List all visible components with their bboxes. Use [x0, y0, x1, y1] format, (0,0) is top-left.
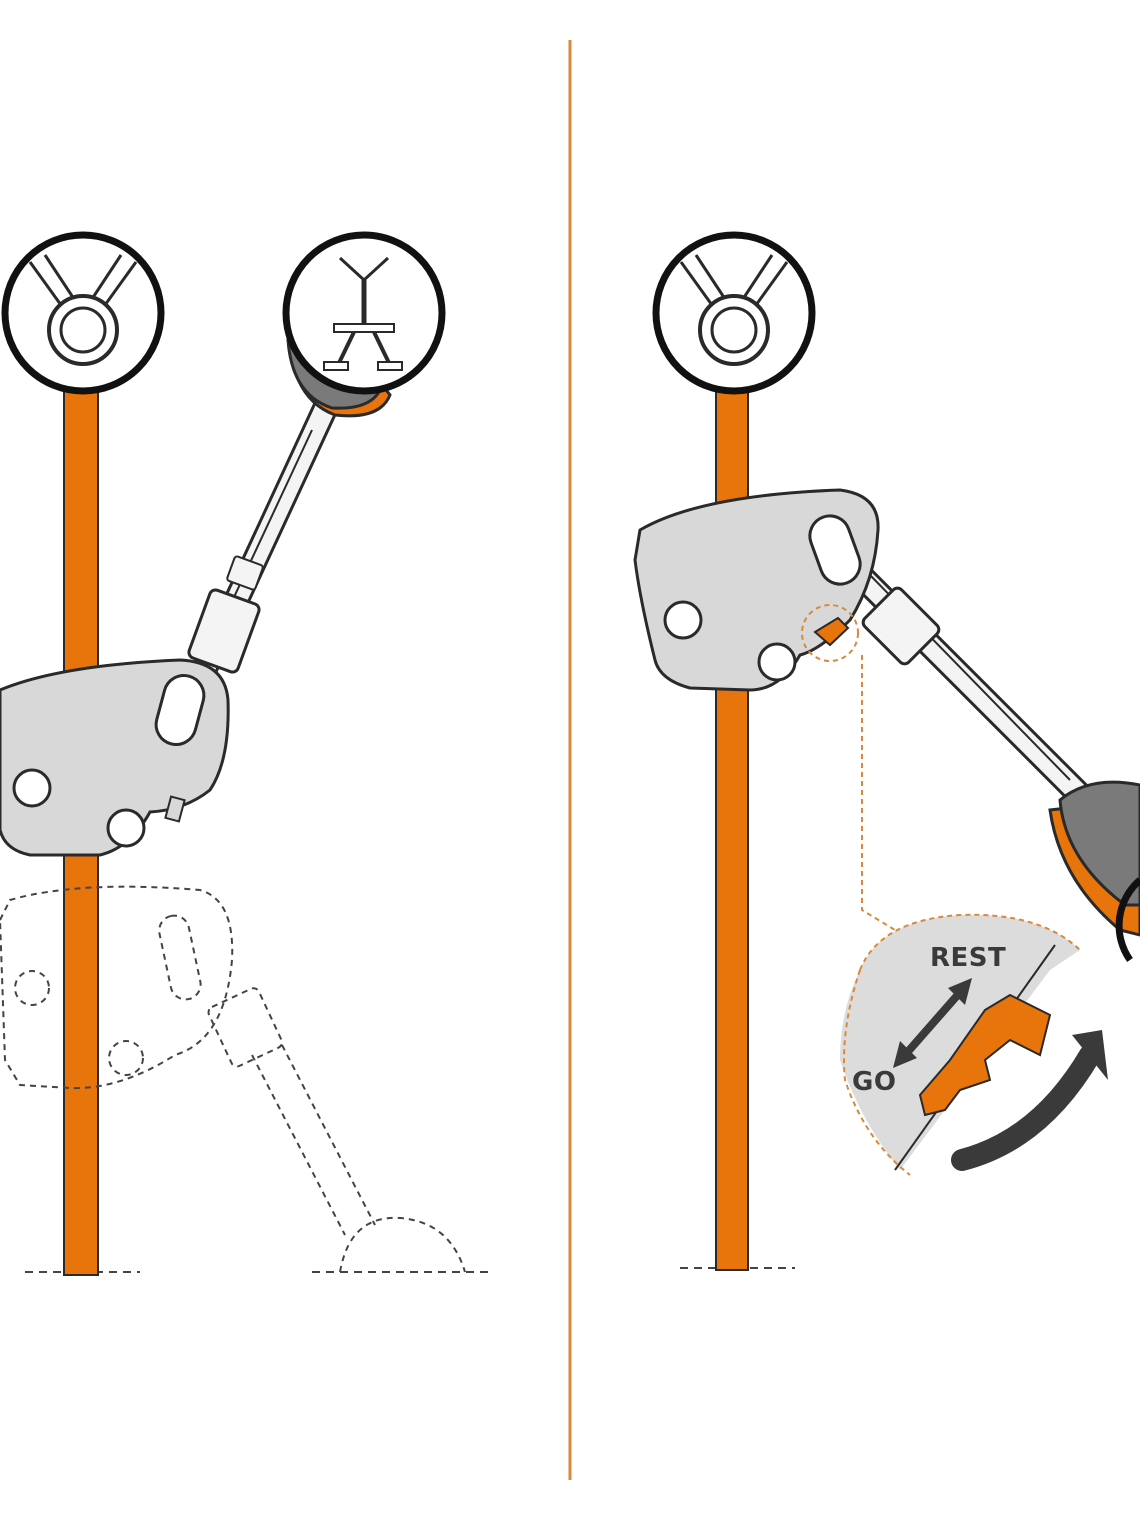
- left-panel: [0, 231, 488, 1276]
- detail-indicator: [801, 604, 859, 662]
- lanyard-sleeve: [861, 586, 941, 666]
- go-label: GO: [852, 1067, 896, 1097]
- lanyard-left: [175, 385, 343, 718]
- carabiner-slot: [808, 514, 862, 586]
- lanyard-sleeve: [187, 588, 261, 674]
- device-rivet: [663, 600, 703, 640]
- rest-label: REST: [930, 943, 1006, 973]
- anchor-ring-icon: [1, 231, 165, 395]
- rotation-arrowhead: [1072, 1030, 1108, 1080]
- carabiner-slot: [154, 674, 206, 746]
- device-rivet: [757, 642, 797, 682]
- right-panel: REST GO: [633, 231, 1140, 1271]
- harness-icon: [282, 231, 446, 395]
- ghost-device: [0, 885, 466, 1273]
- harness-attachment: [1048, 780, 1140, 963]
- rotation-arrow: [951, 1044, 1101, 1171]
- device-rivet: [106, 808, 146, 848]
- lanyard-right: [832, 547, 1098, 813]
- detail-leader-line: [861, 655, 896, 931]
- device-rivet: [12, 768, 52, 808]
- lever-detail-callout: REST GO: [840, 913, 1108, 1176]
- rope-grab-device-left: [0, 658, 230, 857]
- rope-grab-device-right: [633, 488, 880, 692]
- anchor-ring-icon: [652, 231, 816, 395]
- lanyard-stitching: [226, 555, 264, 591]
